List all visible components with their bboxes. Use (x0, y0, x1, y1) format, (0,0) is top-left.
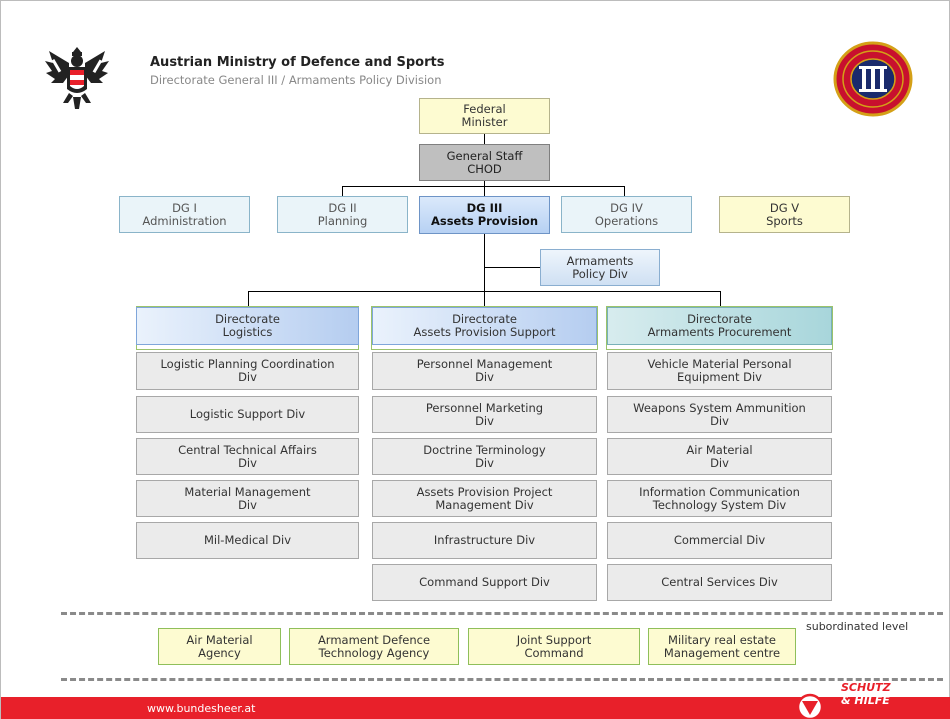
page-subtitle: Directorate General III / Armaments Poli… (150, 73, 442, 87)
connector-minister-staff (484, 134, 485, 144)
page-title: Austrian Ministry of Defence and Sports (150, 55, 445, 70)
logistic-planning-coordination-div-box: Logistic Planning Coordination Div (136, 352, 359, 390)
personnel-marketing-div-box: Personnel Marketing Div (372, 396, 597, 433)
subordinated-divider-top (61, 612, 943, 615)
assets-provision-project-management-div-box: Assets Provision Project Management Div (372, 480, 597, 517)
federal-minister-box: Federal Minister (419, 98, 550, 134)
subordinated-level-label: subordinated level (806, 620, 909, 633)
material-management-div-box: Material Management Div (136, 480, 359, 517)
information-communication-technology-div-box: Information Communication Technology Sys… (607, 480, 832, 517)
dg5-sports-box: DG V Sports (719, 196, 850, 233)
dg2-planning-box: DG II Planning (277, 196, 408, 233)
armaments-policy-div-box: Armaments Policy Div (540, 249, 660, 286)
schutz-hilfe-slogan: SCHUTZ & HILFE (841, 681, 891, 707)
assets-support-group-frame (371, 306, 598, 350)
central-services-div-box: Central Services Div (607, 564, 832, 601)
dg4-operations-box: DG IV Operations (561, 196, 692, 233)
connector-dg2-drop (342, 186, 343, 196)
connector-dg4-drop (624, 186, 625, 196)
connector-dg3-down (484, 234, 485, 291)
doctrine-terminology-div-box: Doctrine Terminology Div (372, 438, 597, 475)
central-technical-affairs-div-box: Central Technical Affairs Div (136, 438, 359, 475)
logistic-support-div-box: Logistic Support Div (136, 396, 359, 433)
infrastructure-div-box: Infrastructure Div (372, 522, 597, 559)
dg3-assets-provision-box: DG III Assets Provision (419, 196, 550, 234)
general-staff-box: General Staff CHOD (419, 144, 550, 181)
directorate-logistics-box: Directorate Logistics (136, 307, 359, 345)
connector-dir3-drop (720, 291, 721, 306)
mil-medical-div-box: Mil-Medical Div (136, 522, 359, 559)
austrian-eagle-crest-icon (45, 47, 109, 109)
military-real-estate-management-centre-box: Military real estate Management centre (648, 628, 796, 665)
section-iii-seal-icon (833, 41, 913, 117)
bundesheer-triangle-logo-icon (796, 693, 824, 719)
footer-website-link[interactable]: www.bundesheer.at (147, 702, 256, 715)
footer-bar (1, 697, 950, 719)
dg1-administration-box: DG I Administration (119, 196, 250, 233)
procurement-group-frame (606, 306, 833, 350)
directorate-assets-provision-support-box: Directorate Assets Provision Support (372, 307, 597, 345)
directorate-armaments-procurement-box: Directorate Armaments Procurement (607, 307, 832, 345)
connector-staff-dgs (484, 181, 485, 196)
connector-dir1-drop (248, 291, 249, 306)
armament-defence-technology-agency-box: Armament Defence Technology Agency (289, 628, 459, 665)
personnel-management-div-box: Personnel Management Div (372, 352, 597, 390)
vehicle-material-personal-equipment-div-box: Vehicle Material Personal Equipment Div (607, 352, 832, 390)
commercial-div-box: Commercial Div (607, 522, 832, 559)
air-material-agency-box: Air Material Agency (158, 628, 281, 665)
subordinated-divider-bottom (61, 678, 943, 681)
connector-dir2-drop (484, 291, 485, 306)
connector-policy-div (484, 267, 540, 268)
air-material-div-box: Air Material Div (607, 438, 832, 475)
joint-support-command-box: Joint Support Command (468, 628, 640, 665)
connector-dg-horizontal (342, 186, 625, 187)
command-support-div-box: Command Support Div (372, 564, 597, 601)
weapons-system-ammunition-div-box: Weapons System Ammunition Div (607, 396, 832, 433)
